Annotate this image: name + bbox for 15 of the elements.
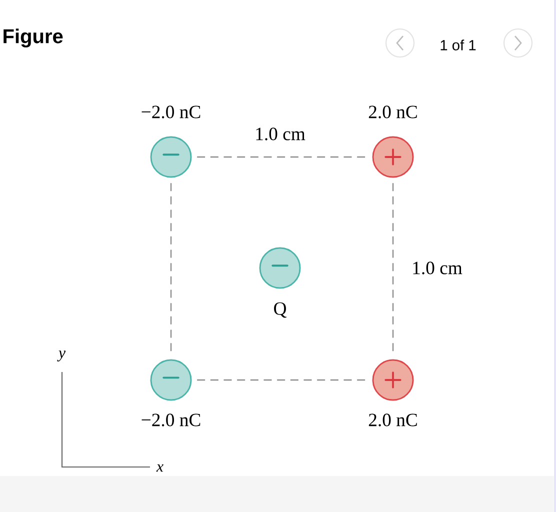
edge-label: 1.0 cm (413, 262, 462, 274)
page-counter: 1 of 1 (440, 40, 476, 50)
charge-label: 2.0 nC (368, 414, 417, 426)
charge-label: Q (274, 302, 286, 318)
edge-label: 1.0 cm (256, 128, 306, 140)
charge-label: −2.0 nC (142, 414, 200, 426)
axis-label: y (57, 350, 66, 362)
dashed-line (197, 379, 367, 381)
charge-label: 2.0 nC (368, 106, 417, 118)
dashed-line (170, 183, 172, 354)
dashed-line (392, 183, 394, 354)
figure-title: Figure (4, 28, 63, 48)
axis-label: x (156, 464, 164, 472)
dashed-line (197, 156, 367, 158)
charge-label: −2.0 nC (142, 106, 200, 118)
